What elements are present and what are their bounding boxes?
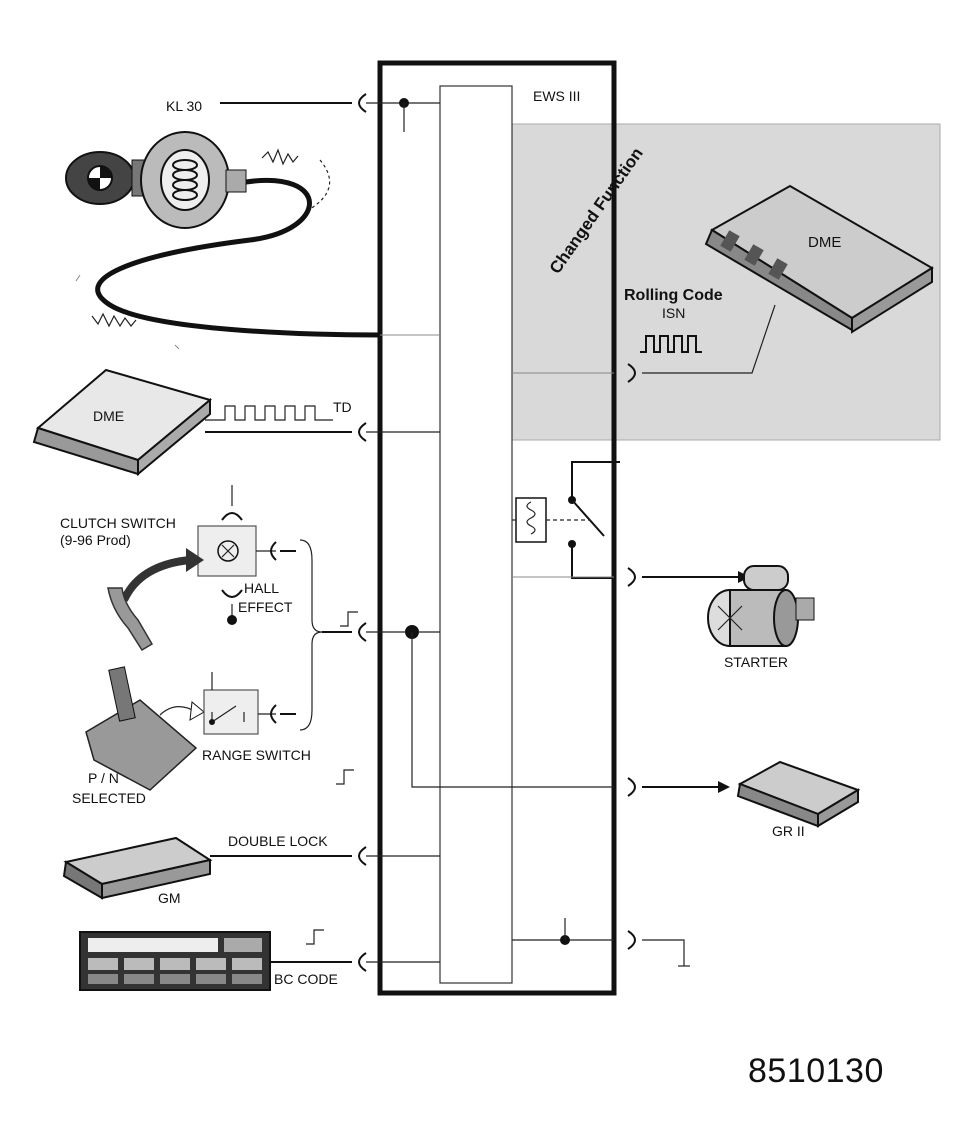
dme-right-label: DME (808, 234, 841, 251)
isn-connector (627, 363, 636, 383)
double-lock-label: DOUBLE LOCK (228, 833, 328, 849)
td-connector (358, 422, 367, 442)
antenna-squiggle-top (261, 148, 299, 166)
hall-sensor-box (197, 525, 257, 577)
starter-relay-coil (515, 497, 547, 543)
starter-connector (627, 567, 636, 587)
clutch-arrow (120, 556, 191, 602)
kl30-label: KL 30 (166, 98, 202, 114)
instrument-cluster-icon (79, 931, 271, 991)
selected-label: SELECTED (72, 790, 146, 806)
td-label: TD (333, 399, 352, 415)
gr-label: GR II (772, 823, 805, 839)
brake-input-connector (358, 622, 367, 642)
rolling-code-label: Rolling Code (624, 287, 723, 304)
range-switch-connector (270, 704, 296, 724)
double-lock-connector (358, 846, 367, 866)
output-connector (627, 930, 636, 950)
document-number: 8510130 (748, 1052, 884, 1090)
hall-right-connector (270, 541, 296, 561)
input-brace (299, 539, 323, 731)
gm-label: GM (158, 890, 181, 906)
gr-connector (627, 777, 636, 797)
coil-cable (95, 178, 381, 338)
dme-left-icon (32, 368, 213, 477)
module-title: EWS III (533, 88, 580, 104)
hall-label: HALL (244, 580, 279, 596)
clutch-prod-label: (9-96 Prod) (60, 532, 131, 548)
effect-label: EFFECT (238, 599, 293, 615)
hall-bottom-connector (221, 589, 243, 598)
range-switch-label: RANGE SWITCH (202, 747, 311, 763)
clutch-top-connector (221, 512, 243, 521)
ews-module-box (377, 60, 617, 996)
dme-right-icon (704, 184, 934, 334)
clutch-pedal-icon (107, 587, 154, 652)
starter-motor-icon (707, 565, 815, 647)
starter-relay-contact (571, 461, 620, 579)
clutch-switch-label: CLUTCH SWITCH (60, 515, 176, 531)
ews-inner-column (439, 85, 513, 984)
dme-left-label: DME (93, 408, 124, 424)
gm-module-icon (62, 836, 213, 900)
isn-label: ISN (662, 305, 685, 321)
isn-pulse-train (640, 335, 702, 353)
gr-module-icon (736, 760, 861, 828)
bc-code-label: BC CODE (274, 971, 338, 987)
pn-label: P / N (88, 770, 119, 786)
bc-code-connector (358, 952, 367, 972)
antenna-squiggle-bottom (91, 312, 137, 328)
td-pulse-train (205, 405, 333, 421)
kl30-connector (358, 93, 367, 113)
ignition-coil-icon (140, 131, 247, 229)
range-switch-box (203, 689, 259, 735)
starter-label: STARTER (724, 654, 788, 670)
key-transponder-icon (65, 151, 147, 205)
antenna-arc (304, 159, 331, 213)
